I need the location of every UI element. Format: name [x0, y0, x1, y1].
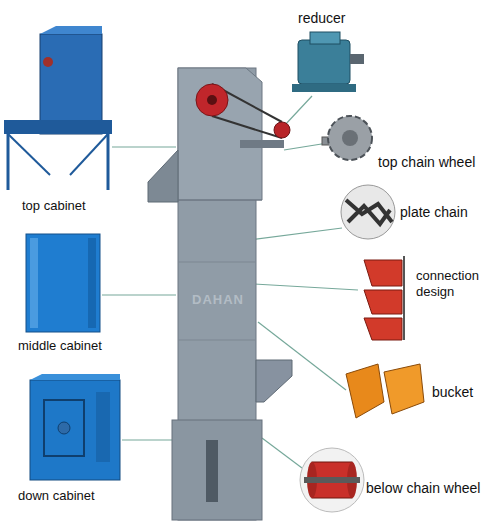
- cabinet-rib: [96, 392, 110, 462]
- panel-seam: [178, 340, 256, 341]
- leader-line: [254, 284, 358, 290]
- leader-line: [102, 294, 176, 295]
- cabinet-bearing: [58, 422, 70, 434]
- part-label: reducer: [298, 10, 345, 27]
- connection-design-picture: [364, 256, 404, 340]
- inlet-hopper: [256, 360, 292, 402]
- middle-cabinet-picture: [26, 234, 100, 332]
- cabinet-top: [40, 26, 102, 34]
- chain-lens: [341, 185, 395, 239]
- part-label: connection design: [416, 268, 494, 299]
- cabinet-leg: [7, 134, 10, 190]
- watermark: DAHAN: [192, 292, 244, 308]
- bucket-picture: [346, 364, 424, 418]
- part-label: bucket: [432, 384, 473, 401]
- head-section: [178, 68, 262, 200]
- gearbox: [298, 40, 350, 84]
- boot-section: [172, 420, 262, 520]
- bucket-link: [364, 318, 402, 340]
- cabinet-frame: [4, 120, 112, 134]
- reducer-picture: [292, 32, 364, 92]
- down-cabinet-picture: [30, 374, 120, 480]
- leader-line: [284, 96, 312, 126]
- leader-line: [250, 228, 342, 240]
- drive-belt: [212, 116, 282, 138]
- motor-pulley: [274, 122, 290, 138]
- cabinet-body: [40, 34, 102, 134]
- part-label: top cabinet: [22, 198, 86, 214]
- bucket-elevator: [148, 68, 292, 520]
- top-chain-wheel-picture: [322, 116, 372, 160]
- wheel-hub: [207, 95, 217, 105]
- bucket-link: [364, 260, 402, 286]
- sprocket: [328, 116, 372, 160]
- cabinet-bearing: [43, 57, 53, 67]
- inspection-window: [206, 440, 218, 502]
- cabinet-rib: [30, 238, 38, 328]
- cabinet-rib: [88, 238, 96, 328]
- cabinet-body: [30, 380, 120, 480]
- drive-platform: [240, 140, 284, 148]
- wheel-lens: [300, 448, 364, 512]
- bucket-shape: [384, 364, 424, 414]
- shaft: [304, 477, 360, 483]
- drive-wheel: [196, 84, 228, 116]
- part-label: down cabinet: [18, 488, 95, 504]
- sprocket-hub: [342, 130, 358, 146]
- cabinet-door: [44, 400, 84, 456]
- shaft: [350, 54, 364, 64]
- leader-line: [122, 439, 174, 440]
- chain-strand: [403, 256, 405, 340]
- panel-seam: [178, 200, 262, 201]
- bucket-shape: [346, 364, 384, 418]
- gearbox-base: [292, 84, 356, 92]
- part-label: top chain wheel: [378, 154, 475, 171]
- leader-line: [112, 146, 176, 147]
- cabinet-brace: [8, 134, 50, 175]
- top-cabinet-picture: [4, 26, 112, 190]
- leader-line: [262, 438, 302, 468]
- cabinet-body: [26, 234, 100, 332]
- below-chain-wheel-picture: [300, 448, 364, 512]
- part-label: below chain wheel: [366, 480, 480, 497]
- chain-links: [346, 200, 392, 224]
- plate-chain-picture: [341, 185, 395, 239]
- cabinet-brace: [70, 134, 108, 175]
- cabinet-leg: [107, 134, 110, 190]
- gearbox-cover: [310, 32, 340, 44]
- part-label: plate chain: [400, 204, 468, 221]
- part-label: middle cabinet: [18, 338, 102, 354]
- discharge-chute: [148, 150, 178, 202]
- cabinet-top: [30, 374, 120, 380]
- panel-seam: [178, 262, 256, 263]
- bucket-link: [364, 290, 402, 314]
